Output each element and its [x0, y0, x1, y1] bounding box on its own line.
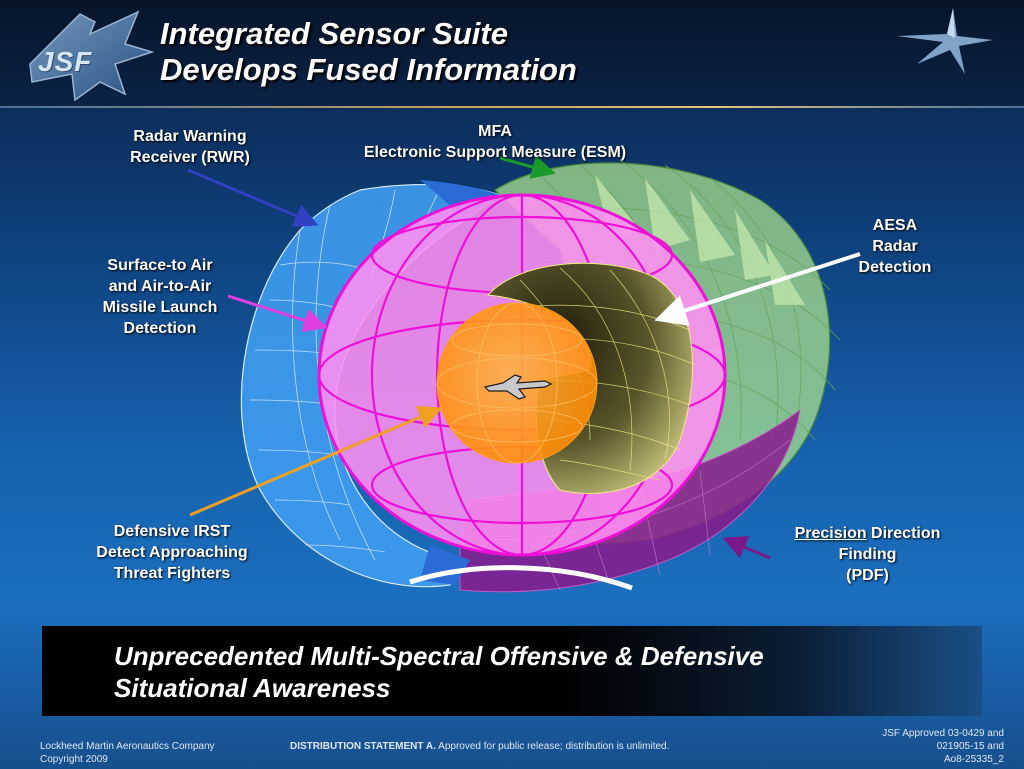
title-line-1: Integrated Sensor Suite	[160, 16, 508, 51]
banner-text: Unprecedented Multi-Spectral Offensive &…	[114, 641, 764, 703]
footer-company: Lockheed Martin Aeronautics Company Copy…	[40, 741, 215, 765]
title-line-2: Develops Fused Information	[160, 52, 577, 87]
header-divider	[0, 106, 1024, 108]
label-mfa-esm: MFA Electronic Support Measure (ESM)	[363, 123, 627, 161]
header-bar	[0, 0, 1024, 107]
summary-banner: Unprecedented Multi-Spectral Offensive &…	[42, 626, 982, 716]
jet-aircraft-icon	[483, 374, 553, 400]
page-title: Integrated Sensor Suite Develops Fused I…	[160, 16, 577, 88]
ground-arc	[409, 565, 633, 591]
label-aesa: AESA Radar Detection	[858, 217, 932, 276]
label-missile-launch: Surface-to Air and Air-to-Air Missile La…	[102, 257, 218, 337]
lockheed-star-icon	[895, 6, 995, 81]
label-rwr: Radar Warning Receiver (RWR)	[130, 128, 250, 166]
rwr-arrow	[187, 168, 319, 228]
jsf-logo-text: JSF	[38, 46, 93, 77]
footer-approval: JSF Approved 03-0429 and 021905-15 and A…	[882, 728, 1004, 765]
jsf-logo-icon	[20, 4, 160, 109]
pdf-arrow	[722, 536, 771, 560]
rwr-coverage-shell	[240, 180, 502, 588]
label-irst: Defensive IRST Detect Approaching Threat…	[96, 523, 248, 582]
aesa-arrow	[654, 252, 861, 326]
irst-arrow	[189, 405, 443, 517]
missile-arrow	[227, 294, 328, 332]
footer-distribution: DISTRIBUTION STATEMENT A. Approved for p…	[290, 741, 670, 752]
esm-arrow	[499, 155, 556, 179]
label-pdf: Precision Direction Finding (PDF)	[794, 525, 941, 584]
